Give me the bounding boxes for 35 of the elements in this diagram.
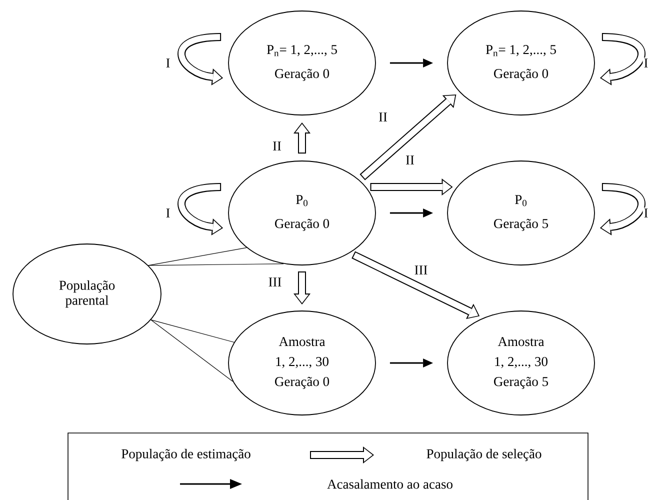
block-arrow <box>352 251 480 319</box>
block-arrow <box>360 94 456 180</box>
edge-label: I <box>164 58 172 68</box>
ellipse-node: P$_{0}$ Geração 0 <box>228 160 376 266</box>
block-arrow <box>294 271 310 305</box>
arrow <box>390 358 434 368</box>
edge-label: III <box>267 276 283 288</box>
connector-line <box>150 320 234 343</box>
connector-line <box>150 320 234 382</box>
ellipse-node: P$_{n}$= 1, 2,..., 5 Geração 0 <box>228 10 376 116</box>
edge-label: II <box>272 140 282 152</box>
connector-line <box>148 247 247 266</box>
ellipse-node: Amostra 1, 2,..., 30 Geração 5 <box>447 310 595 416</box>
edge-label: II <box>404 154 416 166</box>
block-arrow <box>178 183 224 236</box>
edge-label: I <box>164 208 172 218</box>
block-arrow <box>600 33 646 86</box>
edge-label: I <box>642 208 650 218</box>
ellipse-node: P$_{0}$ Geração 5 <box>447 160 595 266</box>
legend-text: Acasalamento ao acaso <box>327 479 452 489</box>
arrow <box>390 58 434 68</box>
ellipse-node: Amostra 1, 2,..., 30 Geração 0 <box>228 310 376 416</box>
block-arrow <box>370 178 453 196</box>
block-arrow <box>178 33 224 86</box>
ellipse-node: População parental <box>12 244 162 344</box>
edge-label: II <box>378 112 388 122</box>
legend-text: População de seleção <box>426 448 542 462</box>
legend-text: População de estimação <box>122 448 250 462</box>
block-arrow <box>294 122 310 154</box>
ellipse-node: P$_{n}$= 1, 2,..., 5 Geração 0 <box>447 10 595 116</box>
connector-line <box>148 263 284 266</box>
edge-label: I <box>642 58 650 68</box>
block-arrow <box>600 183 646 236</box>
arrow <box>390 208 434 218</box>
edge-label: III <box>413 264 429 276</box>
